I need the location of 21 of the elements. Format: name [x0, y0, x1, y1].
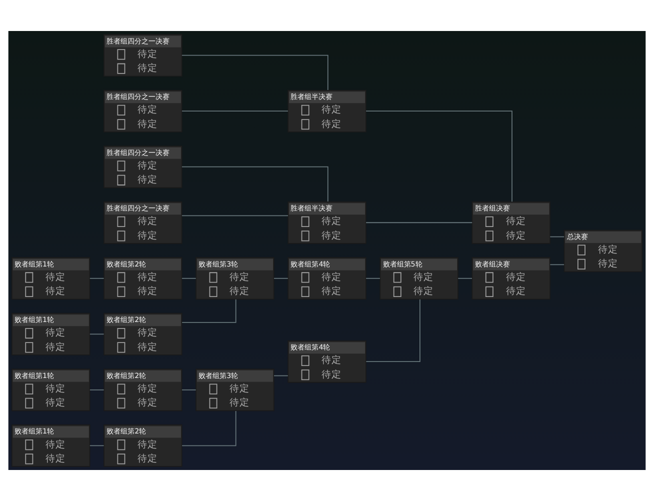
connector: [550, 236, 564, 237]
connector: [274, 374, 288, 376]
connector: [550, 264, 564, 265]
connector: [89, 388, 104, 390]
connector: [366, 110, 512, 202]
connector: [89, 444, 104, 446]
connector: [182, 110, 288, 112]
connector: [458, 277, 472, 278]
connector: [182, 214, 288, 216]
connector: [89, 277, 104, 278]
connector: [181, 54, 328, 90]
connector: [182, 277, 196, 278]
connector: [182, 298, 236, 322]
connector: [274, 277, 288, 278]
connector: [366, 298, 420, 362]
connector: [182, 388, 196, 390]
connector: [182, 410, 236, 446]
connector: [181, 166, 328, 202]
connector: [366, 222, 473, 223]
connector: [366, 277, 380, 278]
connector: [89, 333, 104, 334]
